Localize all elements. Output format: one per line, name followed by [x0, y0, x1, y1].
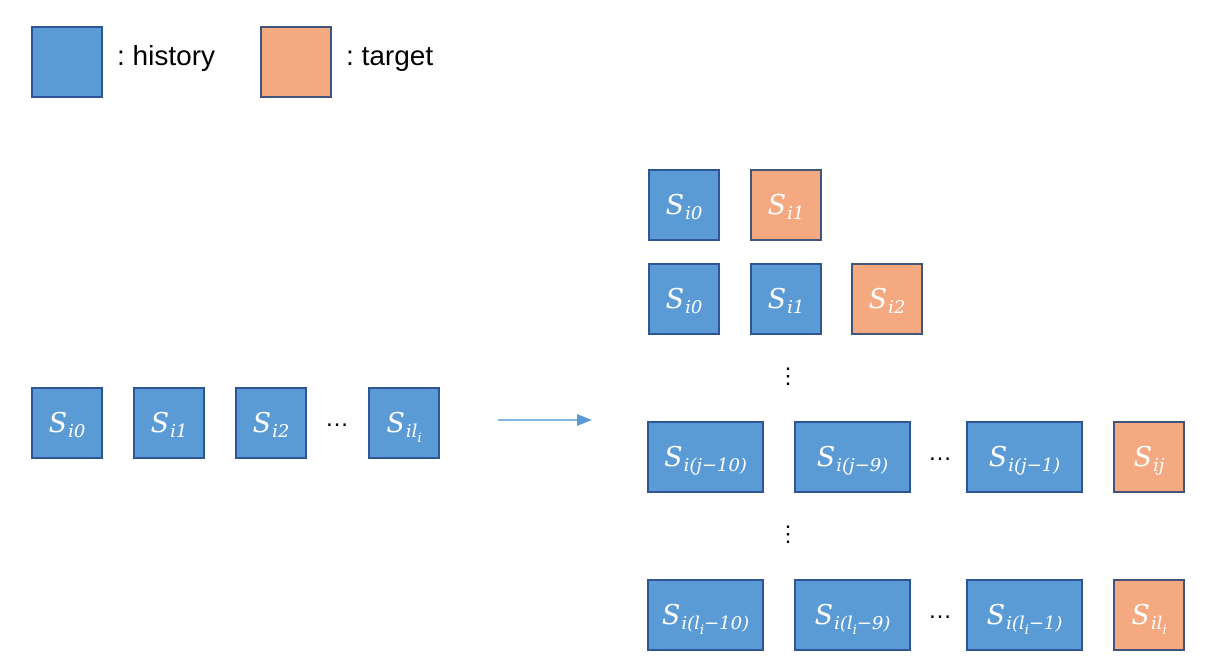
item-subscript: i2: [888, 296, 906, 318]
item-subscript-main: i(l: [834, 612, 853, 634]
vertical-ellipsis-1: ⋮: [777, 363, 799, 388]
item-symbol: S: [665, 189, 685, 221]
item-subscript: i(j−10): [683, 454, 747, 476]
item-symbol: S: [1133, 441, 1153, 473]
item-subscript: ili: [1150, 612, 1167, 638]
item-symbol: S: [1131, 599, 1150, 631]
item-subscript-main: il: [405, 420, 418, 442]
legend-history-label: : history: [117, 40, 216, 71]
legend-target-label: : target: [346, 40, 434, 71]
item-subscript: i1: [787, 202, 805, 224]
item-subscript: i2: [272, 420, 290, 442]
item-symbol: S: [661, 599, 681, 631]
item-subsubscript: i: [852, 622, 857, 638]
legend-history-swatch: [31, 26, 103, 98]
item-symbol: S: [664, 441, 683, 473]
item-symbol: S: [986, 599, 1006, 631]
transform-arrow: [498, 414, 592, 426]
item-subscript: i0: [685, 202, 703, 224]
item-symbol: S: [767, 283, 787, 315]
item-subscript: i0: [68, 420, 86, 442]
item-subscript: ili: [405, 420, 422, 446]
item-symbol: S: [816, 441, 836, 473]
item-symbol: S: [252, 407, 272, 439]
item-symbol: S: [814, 599, 834, 631]
item-subscript: ij: [1153, 454, 1165, 476]
output-ellipsis: …: [928, 439, 953, 466]
legend-target-swatch: [260, 26, 332, 98]
item-subsubscript: i: [417, 430, 422, 446]
item-subscript-main: il: [1150, 612, 1163, 634]
input-ellipsis: …: [325, 405, 350, 432]
item-symbol: S: [868, 283, 888, 315]
item-subscript-tail: −1): [1028, 612, 1063, 634]
item-symbol: S: [386, 407, 405, 439]
output-ellipsis: …: [928, 597, 953, 624]
item-symbol: S: [988, 441, 1008, 473]
item-subsubscript: i: [699, 622, 705, 638]
item-subscript: i(j−9): [836, 454, 889, 476]
item-subscript-main: i(l: [681, 612, 700, 634]
item-subscript: i0: [685, 296, 703, 318]
vertical-ellipsis-2: ⋮: [777, 521, 799, 546]
item-subscript: i1: [170, 420, 188, 442]
item-symbol: S: [48, 407, 68, 439]
item-subsubscript: i: [1162, 622, 1167, 638]
item-subscript: i(j−1): [1008, 454, 1061, 476]
item-subscript: i(li−9): [834, 612, 891, 638]
item-subscript-tail: −10): [704, 612, 750, 634]
item-subscript-main: i(l: [1006, 612, 1025, 634]
item-symbol: S: [665, 283, 685, 315]
item-subscript: i(li−10): [681, 612, 750, 638]
item-subscript-tail: −9): [856, 612, 891, 634]
arrow-head: [577, 414, 592, 426]
item-subscript: i1: [787, 296, 805, 318]
item-symbol: S: [150, 407, 170, 439]
item-symbol: S: [767, 189, 787, 221]
item-subscript: i(li−1): [1006, 612, 1063, 638]
item-subsubscript: i: [1024, 622, 1029, 638]
